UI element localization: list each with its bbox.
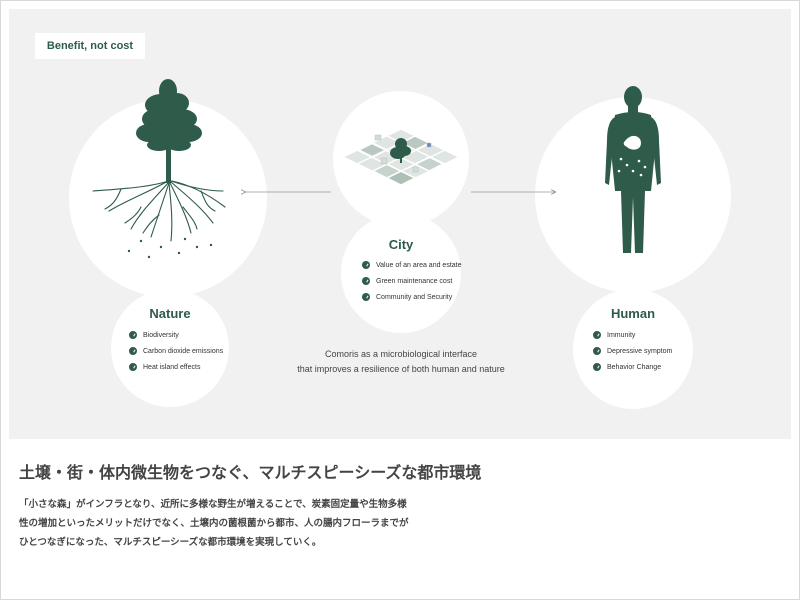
interface-caption: Comoris as a microbiological interface t… [281,347,521,377]
tree-roots-icon [136,79,202,183]
body-line-3: ひとつなぎになった、マルチスピーシーズな都市環境を実現していく。 [19,537,322,548]
city-label-circle [341,213,461,333]
benefit-badge: Benefit, not cost [35,33,145,59]
list-item-label: Heat island effects [143,363,201,371]
list-item: Immunity [593,327,672,343]
check-icon [362,293,370,301]
list-item: Biodiversity [129,327,223,343]
gut-microbe-icons [617,135,647,177]
check-icon [593,347,601,355]
section-heading: 土壌・街・体内微生物をつなぐ、マルチスピーシーズな都市環境 [19,463,482,482]
section-body: 「小さな森」がインフラとなり、近所に多様な野生が増えることで、炭素固定量や生物多… [19,495,489,552]
list-item: Carbon dioxide emissions [129,343,223,359]
human-body-icon [605,86,661,253]
caption-line-2: that improves a resilience of both human… [297,364,505,374]
list-item: Green maintenance cost [362,273,462,289]
city-mini-tree-icon [390,138,411,163]
list-item: Heat island effects [129,359,223,375]
list-item: Depressive symptom [593,343,672,359]
check-icon [593,363,601,371]
soil-microbe-dots [127,237,213,259]
list-item-label: Biodiversity [143,331,179,339]
human-title: Human [610,306,656,321]
check-icon [129,363,137,371]
nature-benefit-list: Biodiversity Carbon dioxide emissions He… [129,327,223,375]
list-item: Value of an area and estate [362,257,462,273]
city-benefit-list: Value of an area and estate Green mainte… [362,257,462,305]
check-icon [129,331,137,339]
caption-line-1: Comoris as a microbiological interface [324,349,478,359]
check-icon [362,277,370,285]
list-item-label: Value of an area and estate [376,261,462,269]
list-item-label: Community and Security [376,293,453,301]
list-item-label: Immunity [607,331,636,339]
body-line-2: 性の増加といったメリットだけでなく、土壌内の菌根菌から都市、人の腸内フローラまで… [19,518,409,529]
list-item-label: Carbon dioxide emissions [143,347,224,355]
list-item: Behavior Change [593,359,672,375]
list-item-label: Depressive symptom [607,347,673,355]
tree-root-lines [92,180,226,242]
list-item-label: Green maintenance cost [376,277,453,285]
check-icon [593,331,601,339]
body-line-1: 「小さな森」がインフラとなり、近所に多様な野生が増えることで、炭素固定量や生物多… [19,499,407,510]
list-item-label: Behavior Change [607,363,662,371]
city-title: City [388,237,414,252]
city-building-icons [374,134,432,173]
human-benefit-list: Immunity Depressive symptom Behavior Cha… [593,327,672,375]
check-icon [362,261,370,269]
list-item: Community and Security [362,289,462,305]
nature-title: Nature [149,306,191,321]
check-icon [129,347,137,355]
